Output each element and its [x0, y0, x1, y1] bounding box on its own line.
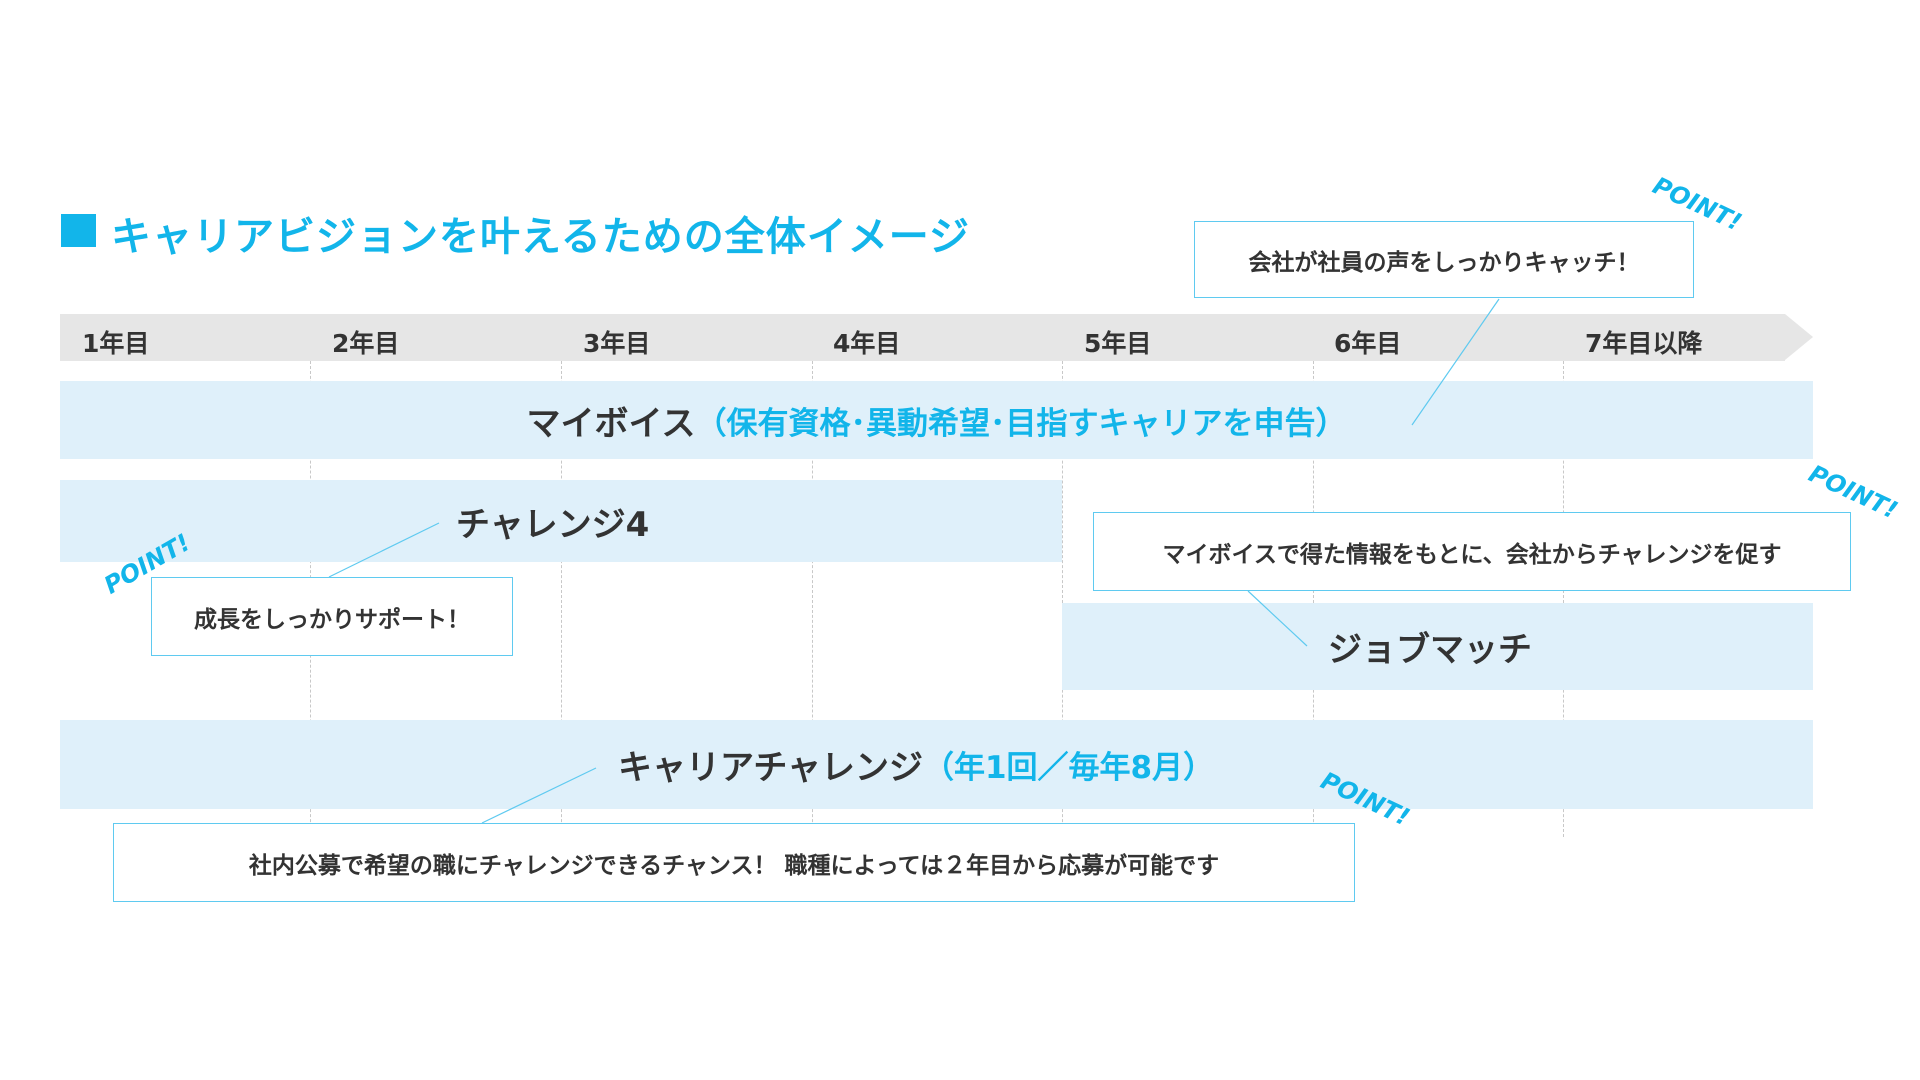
band-career-challenge: キャリアチャレンジ（年1回／毎年8月）	[60, 720, 1813, 809]
page-title: キャリアビジョンを叶えるための全体イメージ	[111, 214, 970, 260]
connector-line	[1411, 298, 1500, 426]
band-label: チャレンジ4	[456, 504, 650, 545]
year-label: 1年目	[82, 329, 150, 358]
connector-line	[328, 522, 440, 578]
band-jobmatch: ジョブマッチ	[1062, 603, 1813, 690]
grid-line	[812, 361, 813, 837]
grid-line	[1062, 361, 1063, 837]
grid-line	[561, 361, 562, 837]
year-label: 3年目	[583, 329, 651, 358]
timeline-bar	[60, 314, 1785, 361]
year-label: 7年目以降	[1585, 329, 1703, 358]
year-label: 6年目	[1334, 329, 1402, 358]
connector-line	[481, 767, 597, 824]
band-label: マイボイス	[526, 403, 696, 444]
year-label: 4年目	[833, 329, 901, 358]
band-challenge4: チャレンジ4	[60, 480, 1062, 562]
callout-jobmatch: マイボイスで得た情報をもとに、会社からチャレンジを促す	[1093, 512, 1851, 591]
grid-line	[1563, 361, 1564, 837]
band-sublabel: （年1回／毎年8月）	[922, 750, 1215, 786]
year-label: 5年目	[1084, 329, 1152, 358]
band-label: ジョブマッチ	[1328, 630, 1532, 670]
timeline-arrow-icon	[1785, 314, 1813, 360]
band-myvoice: マイボイス（保有資格･異動希望･目指すキャリアを申告）	[60, 381, 1813, 459]
year-label: 2年目	[332, 329, 400, 358]
callout-career-challenge: 社内公募で希望の職にチャレンジできるチャンス！ 職種によっては２年目から応募が可…	[113, 823, 1355, 902]
callout-challenge4: 成長をしっかりサポート！	[151, 577, 513, 656]
connector-line	[1247, 590, 1308, 647]
grid-line	[1313, 361, 1314, 837]
band-sublabel: （保有資格･異動希望･目指すキャリアを申告）	[695, 405, 1347, 442]
title-square-icon	[61, 214, 96, 247]
year-timeline: 1年目 2年目 3年目 4年目 5年目 6年目 7年目以降	[60, 314, 1813, 361]
callout-myvoice: 会社が社員の声をしっかりキャッチ！	[1194, 221, 1694, 298]
band-label: キャリアチャレンジ	[618, 748, 923, 788]
